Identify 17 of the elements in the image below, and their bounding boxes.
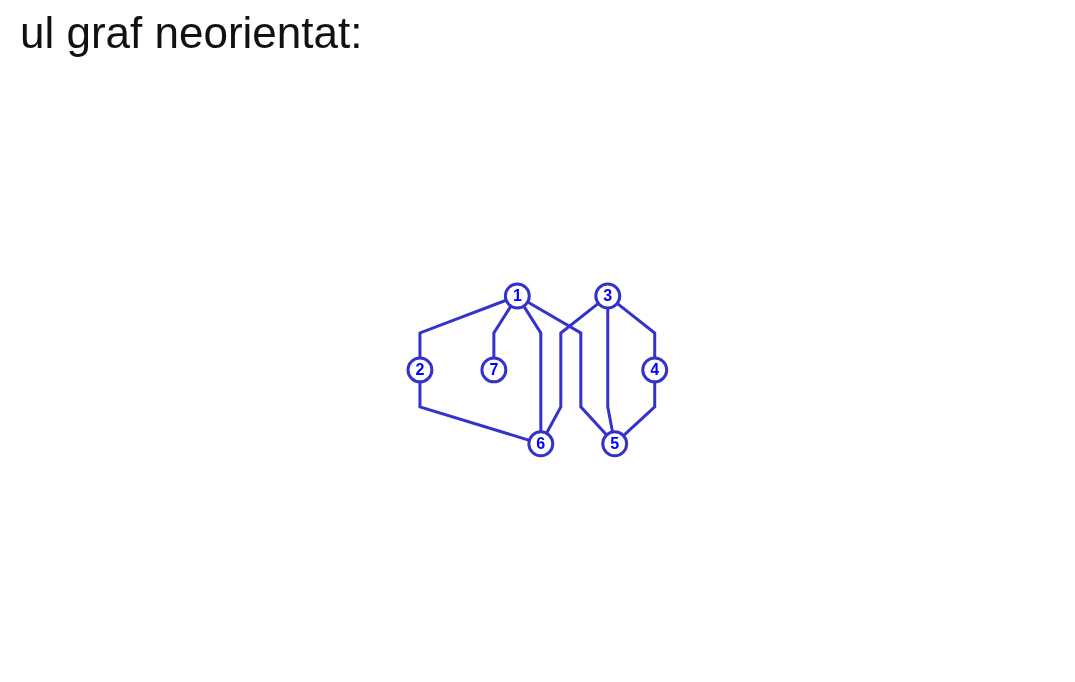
connector <box>622 381 657 437</box>
node-circle: 4 <box>641 356 669 384</box>
connector <box>492 305 513 359</box>
node-circle: 5 <box>601 430 629 458</box>
node-circle: 1 <box>504 282 531 310</box>
node-circle: 7 <box>480 356 508 384</box>
diagram-title: ul graf neorientat: <box>20 8 363 58</box>
node-circle: 2 <box>406 356 434 384</box>
connector <box>616 302 657 359</box>
connector <box>418 298 507 359</box>
connector <box>606 308 615 433</box>
node-circle: 3 <box>594 282 622 310</box>
connector <box>545 302 600 435</box>
connector <box>527 300 608 437</box>
node-circle: 6 <box>527 430 555 458</box>
connector <box>418 381 530 442</box>
connector <box>522 305 543 432</box>
